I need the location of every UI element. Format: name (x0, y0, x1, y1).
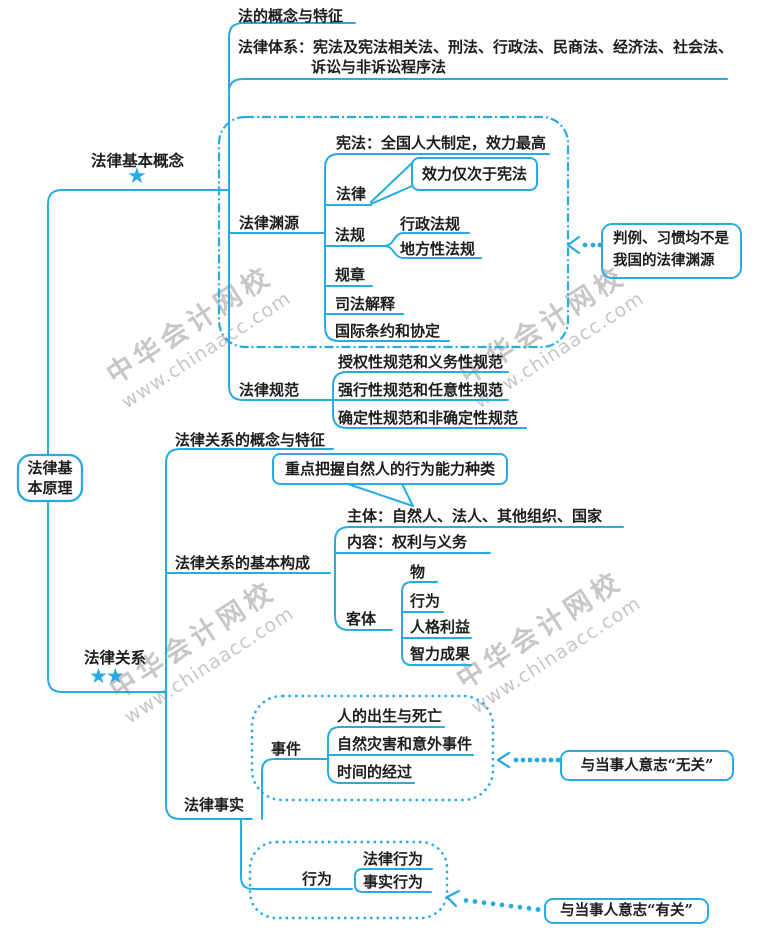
node-legal-system-line2: 诉讼与非诉讼程序法 (311, 58, 447, 76)
node-root: 法律基 本原理 (18, 455, 82, 501)
root-label-line1: 法律基 (27, 459, 73, 477)
callout-events: 与当事人意志“无关” (580, 757, 714, 774)
arrow-sources-callout (566, 235, 603, 255)
callout-sources-line2: 我国的法律渊源 (613, 252, 715, 269)
node-act-item1: 法律行为 (363, 850, 424, 868)
node-event-item1: 人的出生与死亡 (337, 707, 443, 725)
arrow-dots (463, 898, 541, 912)
callout-sources-line1: 判例、习惯均不是 (613, 230, 729, 247)
node-content: 内容：权利与义务 (347, 533, 468, 551)
arrowhead-left-icon (496, 751, 511, 769)
importance-star: ★ (127, 164, 147, 189)
node-object-item2: 行为 (410, 592, 441, 610)
trunk-branch2 (165, 448, 334, 820)
node-local-regulation: 地方性法规 (400, 240, 476, 258)
watermark-title: 中华会计网校 (101, 260, 280, 391)
node-object-item3: 人格利益 (410, 618, 471, 636)
node-law: 法律 (336, 185, 367, 203)
node-act-item2: 事实行为 (363, 873, 424, 891)
watermark-title: 中华会计网校 (451, 565, 630, 696)
trunk-branch1 (228, 22, 356, 401)
node-norms-label: 法律规范 (239, 381, 300, 399)
beak-law-note (370, 162, 413, 205)
beak-relations-callout (347, 483, 414, 507)
node-norm-item2: 强行性规范和任意性规范 (338, 381, 504, 399)
importance-stars: ★★ (89, 664, 125, 688)
node-norm-item1: 授权性规范和义务性规范 (338, 353, 504, 371)
node-norm-item3: 确定性规范和非确定性规范 (338, 409, 519, 427)
node-judicial-interpretation: 司法解释 (335, 295, 396, 313)
node-treaties: 国际条约和协定 (335, 322, 441, 340)
callout-law-note: 效力仅次于宪法 (421, 165, 527, 183)
node-object-item4: 智力成果 (410, 645, 471, 663)
callout-acts: 与当事人意志“有关” (560, 902, 693, 919)
connector-events (261, 758, 329, 820)
node-facts-label: 法律事实 (184, 796, 245, 814)
watermark-title: 中华会计网校 (104, 575, 283, 706)
node-rules: 规章 (335, 266, 366, 284)
node-legal-system-line1: 法律体系：宪法及宪法相关法、刑法、行政法、民商法、经济法、社会法、 (238, 38, 734, 56)
callout-relations: 重点把握自然人的行为能力种类 (284, 460, 495, 478)
node-regulations: 法规 (335, 226, 366, 244)
node-relations-label: 法律关系 (84, 648, 147, 667)
node-sources-label: 法律渊源 (239, 214, 300, 232)
node-events-label: 事件 (271, 740, 302, 758)
root-label-line2: 本原理 (27, 479, 73, 497)
arrowhead-upleft-icon (445, 889, 461, 908)
node-event-item3: 时间的经过 (337, 763, 413, 781)
watermark: 中华会计网校 www.chinaacc.com (445, 558, 645, 718)
node-constitution: 宪法：全国人大制定，效力最高 (336, 134, 547, 152)
node-subject: 主体：自然人、法人、其他组织、国家 (347, 507, 603, 525)
connector-root-to-concepts (47, 189, 230, 456)
connector-acts (240, 818, 353, 890)
arrow-events-callout (496, 751, 561, 769)
node-relations-concept: 法律关系的概念与特征 (175, 431, 326, 449)
watermark-url: www.chinaacc.com (467, 592, 645, 719)
node-concept-feature: 法的概念与特征 (238, 7, 344, 25)
node-object-item1: 物 (410, 563, 426, 581)
underline-legal-system (228, 78, 728, 93)
node-admin-regulation: 行政法规 (400, 215, 461, 233)
node-object-label: 客体 (346, 610, 377, 628)
arrowhead-left-icon (566, 235, 581, 255)
node-concepts-label: 法律基本概念 (91, 151, 185, 170)
arrow-dots (582, 242, 603, 248)
arrow-dots (513, 757, 561, 763)
node-acts-label: 行为 (302, 870, 333, 888)
arrow-acts-callout (445, 889, 541, 912)
watermark-url: www.chinaacc.com (120, 602, 298, 729)
node-structure-label: 法律关系的基本构成 (175, 554, 311, 572)
node-event-item2: 自然灾害和意外事件 (337, 735, 473, 753)
